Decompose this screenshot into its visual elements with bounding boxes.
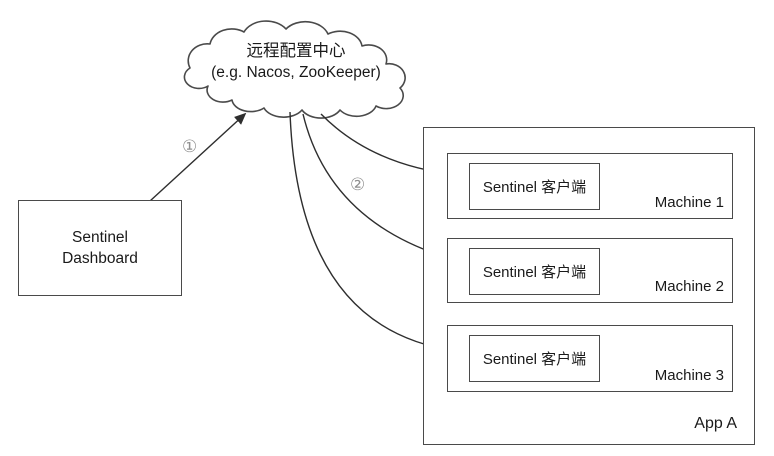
machine-1-sentinel-client-label: Sentinel 客户端	[482, 179, 587, 196]
app-a-label: App A	[694, 415, 737, 432]
config-center-label: 远程配置中心 (e.g. Nacos, ZooKeeper)	[188, 40, 404, 84]
machine-3-sentinel-client-label: Sentinel 客户端	[482, 351, 587, 368]
machine-3-sentinel-client-box: Sentinel 客户端	[469, 335, 600, 382]
arrow-dashboard-to-config-center	[149, 112, 247, 202]
config-center-subtitle: (e.g. Nacos, ZooKeeper)	[211, 64, 381, 81]
machine-3-box: Sentinel 客户端 Machine 3	[447, 325, 733, 392]
machine-1-label: Machine 1	[654, 194, 724, 211]
sentinel-dashboard-box: Sentinel Dashboard	[18, 200, 182, 296]
config-center-title: 远程配置中心	[246, 42, 346, 60]
arrow-config-to-machine-3	[289, 111, 459, 355]
machine-2-label: Machine 2	[654, 278, 724, 295]
config-center-cloud	[183, 20, 406, 119]
machine-2-sentinel-client-label: Sentinel 客户端	[482, 264, 587, 281]
machine-2-box: Sentinel 客户端 Machine 2	[447, 238, 733, 303]
machine-3-label: Machine 3	[654, 367, 724, 384]
machine-1-box: Sentinel 客户端 Machine 1	[447, 153, 733, 219]
machine-1-sentinel-client-box: Sentinel 客户端	[469, 163, 600, 210]
sentinel-dashboard-label: Sentinel Dashboard	[62, 229, 138, 267]
step-1-annotation: ①	[182, 137, 198, 156]
step-2-annotation: ②	[350, 175, 366, 194]
machine-2-sentinel-client-box: Sentinel 客户端	[469, 248, 600, 295]
